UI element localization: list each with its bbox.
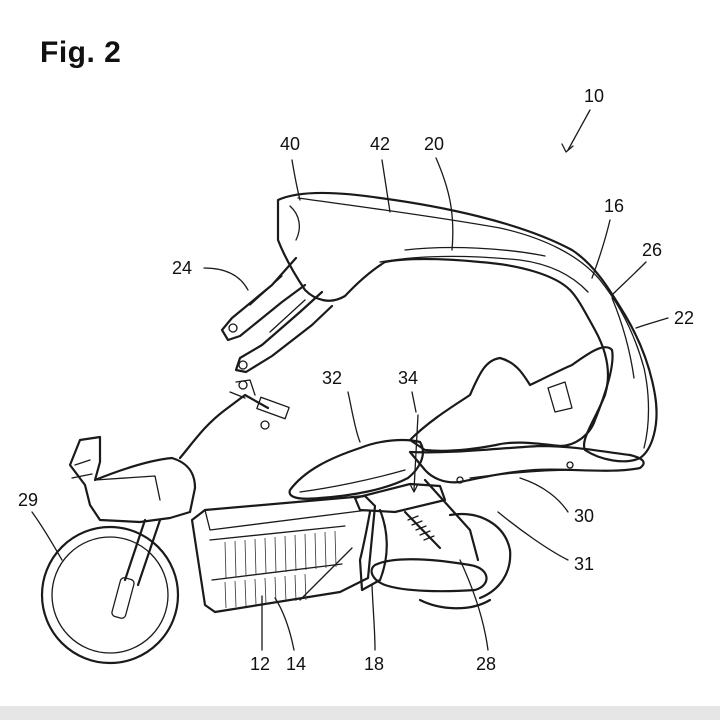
shock-arrow bbox=[413, 414, 419, 491]
leader-40 bbox=[291, 159, 301, 201]
rear-body bbox=[408, 346, 645, 484]
leader-22 bbox=[635, 317, 669, 329]
front-fairing bbox=[68, 435, 197, 524]
pillar-line bbox=[611, 297, 635, 379]
wheels bbox=[40, 512, 512, 665]
leader-lines bbox=[31, 109, 669, 651]
label-24: 24 bbox=[172, 258, 192, 278]
label-31: 31 bbox=[574, 554, 594, 574]
tray-bolt-2-icon bbox=[566, 461, 574, 469]
leader-14 bbox=[274, 597, 295, 651]
rear-tray bbox=[408, 444, 645, 484]
tray-line bbox=[469, 469, 581, 479]
front-struts bbox=[220, 256, 334, 374]
label-22: 22 bbox=[674, 308, 694, 328]
battery-pack bbox=[190, 494, 377, 614]
leader-26 bbox=[611, 261, 647, 296]
rear-handle bbox=[547, 381, 573, 413]
battery-outline bbox=[190, 494, 377, 614]
leader-20 bbox=[435, 157, 454, 251]
body-support bbox=[358, 508, 388, 592]
front-wheel bbox=[40, 525, 180, 665]
strut-ribs bbox=[249, 275, 306, 333]
chain-guard bbox=[299, 547, 353, 601]
roof-inner-edge bbox=[297, 197, 650, 449]
label-32: 32 bbox=[322, 368, 342, 388]
seat-cushion bbox=[288, 438, 424, 500]
figure-title: Fig. 2 bbox=[40, 36, 122, 69]
fork-lower bbox=[111, 577, 135, 619]
handlebar bbox=[178, 393, 270, 460]
leader-30 bbox=[519, 477, 569, 513]
strut-upper-bolt-icon bbox=[228, 323, 238, 333]
seat bbox=[288, 438, 424, 500]
label-14: 14 bbox=[286, 654, 306, 674]
label-26: 26 bbox=[642, 240, 662, 260]
leader-28 bbox=[459, 559, 489, 651]
label-42: 42 bbox=[370, 134, 390, 154]
bottom-border-strip bbox=[0, 706, 720, 720]
battery-cells-lower bbox=[224, 573, 307, 609]
label-12: 12 bbox=[250, 654, 270, 674]
leader-32 bbox=[347, 391, 361, 443]
tray-bolt-icon bbox=[456, 476, 464, 484]
battery-rows bbox=[209, 525, 346, 581]
leader-10-arrow-icon bbox=[561, 143, 574, 153]
frame bbox=[353, 414, 480, 592]
label-34: 34 bbox=[398, 368, 418, 388]
reference-numerals: 10 40 42 20 16 26 22 24 32 34 30 31 28 1… bbox=[18, 86, 694, 674]
leader-29 bbox=[31, 511, 63, 561]
leader-34 bbox=[411, 391, 417, 413]
mirror-icon bbox=[238, 380, 248, 390]
fairing-lines bbox=[71, 459, 161, 501]
label-10: 10 bbox=[584, 86, 604, 106]
leader-10 bbox=[567, 109, 591, 151]
battery-top-edge bbox=[204, 509, 369, 531]
lever-icon bbox=[260, 420, 270, 430]
leader-16 bbox=[591, 219, 611, 279]
front-rim bbox=[51, 536, 169, 654]
label-40: 40 bbox=[280, 134, 300, 154]
rear-hub bbox=[370, 558, 488, 593]
front-end bbox=[68, 379, 290, 619]
roof-outline bbox=[276, 191, 658, 463]
leader-42 bbox=[381, 159, 391, 213]
leader-24 bbox=[203, 267, 249, 291]
seatback bbox=[408, 346, 614, 452]
roof-underside bbox=[379, 255, 589, 293]
roof-crease bbox=[404, 246, 546, 257]
swing-arm bbox=[423, 478, 480, 562]
shock-absorber bbox=[403, 510, 442, 550]
strut-lower bbox=[234, 290, 334, 374]
label-20: 20 bbox=[424, 134, 444, 154]
seat-seam bbox=[299, 469, 406, 493]
handlebar-grip bbox=[256, 396, 290, 420]
roof-front-edge bbox=[289, 205, 301, 241]
rear-wheel-arc bbox=[448, 512, 512, 600]
label-28: 28 bbox=[476, 654, 496, 674]
leader-18 bbox=[371, 584, 376, 651]
leader-31 bbox=[497, 511, 569, 561]
label-16: 16 bbox=[604, 196, 624, 216]
roof-canopy bbox=[276, 191, 658, 463]
label-30: 30 bbox=[574, 506, 594, 526]
shock-spring bbox=[407, 515, 435, 541]
rear-wheel-lower-arc bbox=[418, 598, 492, 610]
label-29: 29 bbox=[18, 490, 38, 510]
label-18: 18 bbox=[364, 654, 384, 674]
battery-cells-upper bbox=[224, 530, 337, 579]
shock-arrow-head-icon bbox=[409, 483, 419, 493]
strut-lower-bolt-icon bbox=[238, 360, 248, 370]
